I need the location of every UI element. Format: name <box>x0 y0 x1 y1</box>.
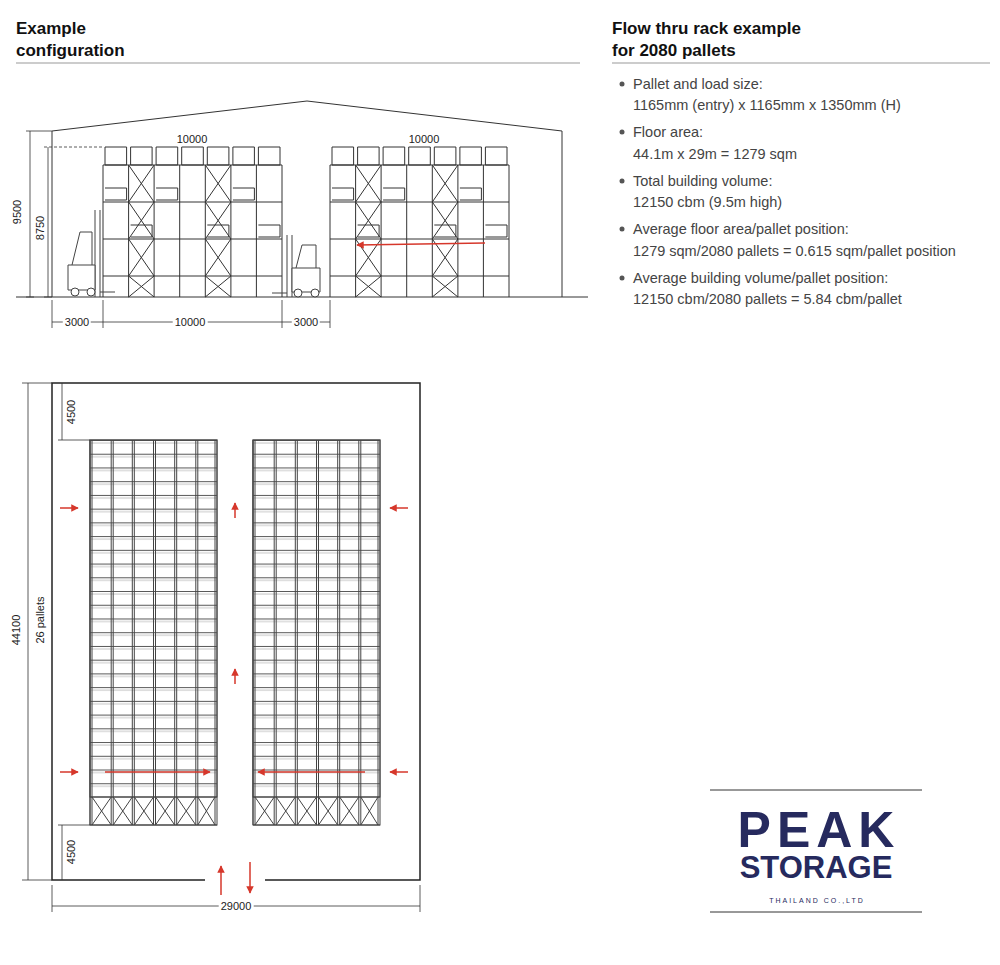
heading: Flow thru rack example for 2080 pallets <box>612 18 812 62</box>
dimension: 29000 <box>219 900 254 913</box>
spec-label: Average floor area/pallet position: <box>633 221 849 237</box>
dimension: 3000 <box>292 316 320 329</box>
dimension: 8750 <box>34 214 47 242</box>
dimension: 3000 <box>63 316 91 329</box>
spec-value: 1279 sqm/2080 pallets = 0.615 sqm/pallet… <box>633 243 956 259</box>
dimension: 10000 <box>407 133 442 146</box>
logo-text: STORAGE <box>740 851 893 885</box>
spec-value: 12150 cbm/2080 pallets = 5.84 cbm/pallet <box>633 291 902 307</box>
spec-label: Average building volume/pallet position: <box>633 270 888 286</box>
dimension: 4500 <box>65 838 78 866</box>
pallet-count: 26 pallets <box>34 594 47 645</box>
spec-value: 44.1m x 29m = 1279 sqm <box>633 146 797 162</box>
dimension: 10000 <box>175 133 210 146</box>
spec-label: Total building volume: <box>633 173 772 189</box>
logo-text: PEAK <box>738 804 901 856</box>
logo-text: THAILAND CO.,LTD <box>769 896 865 905</box>
dimension: 9500 <box>11 198 24 226</box>
spec-label: Floor area: <box>633 124 703 140</box>
heading: Example configuration <box>16 18 146 62</box>
spec-label: Pallet and load size: <box>633 76 763 92</box>
spec-value: 1165mm (entry) x 1165mm x 1350mm (H) <box>633 97 901 113</box>
dimension: 10000 <box>173 316 208 329</box>
dimension: 44100 <box>10 613 23 648</box>
dimension: 4500 <box>65 398 78 426</box>
spec-value: 12150 cbm (9.5m high) <box>633 194 782 210</box>
